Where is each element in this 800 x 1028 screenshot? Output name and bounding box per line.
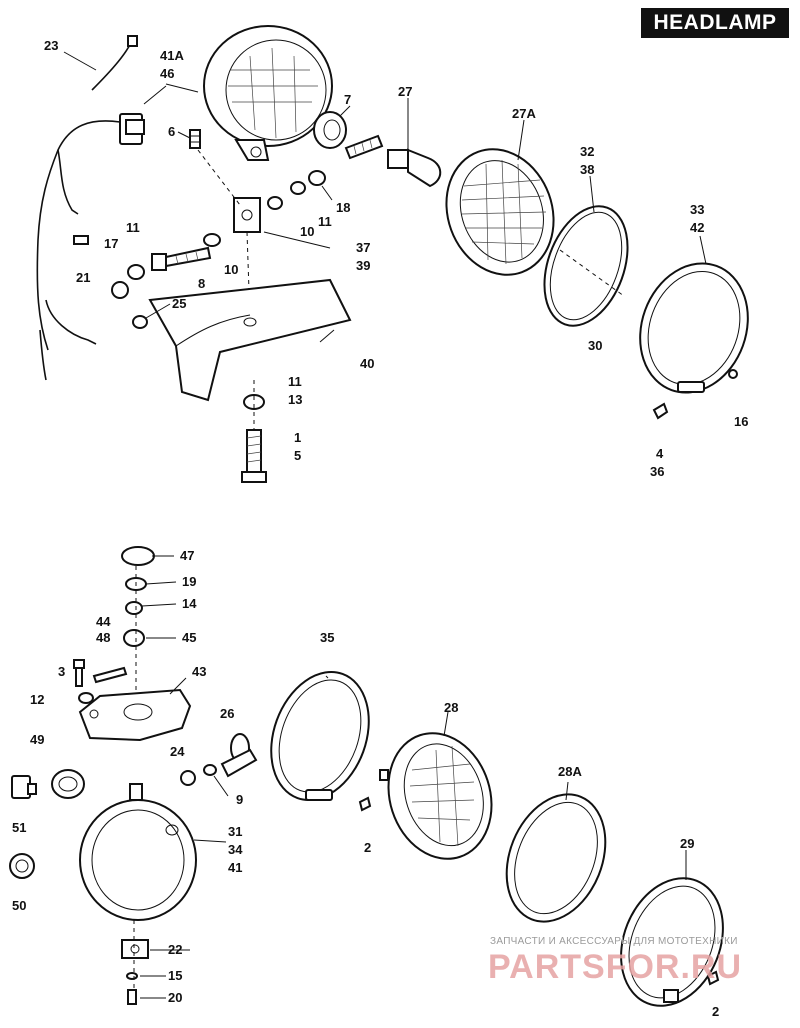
label-3: 3	[58, 664, 65, 679]
label-11-c: 11	[288, 374, 302, 389]
label-16: 16	[734, 414, 748, 429]
label-48: 48	[96, 630, 110, 645]
label-38: 38	[580, 162, 594, 177]
label-21: 21	[76, 270, 90, 285]
label-15: 15	[168, 968, 182, 983]
label-12: 12	[30, 692, 44, 707]
label-27: 27	[398, 84, 412, 99]
label-11-b: 11	[318, 214, 332, 229]
watermark-logo: PARTSFOR.RU	[488, 948, 742, 986]
socket-7	[313, 111, 384, 160]
label-24: 24	[170, 744, 185, 759]
watermark: ЗАПЧАСТИ И АКСЕССУАРЫ ДЛЯ МОТОТЕХНИКИ PA…	[488, 936, 742, 986]
label-35: 35	[320, 630, 334, 645]
cap-stack	[121, 546, 155, 700]
label-30: 30	[588, 338, 602, 353]
ring-29	[620, 877, 724, 1007]
washers-top	[203, 170, 326, 247]
label-26: 26	[220, 706, 234, 721]
label-18: 18	[336, 200, 350, 215]
label-41a: 41A	[160, 48, 184, 63]
label-22: 22	[168, 942, 182, 957]
part-labels: 23 41A 46 6 7 27 27A 32 38 33 42 11 17 2…	[12, 38, 748, 1019]
clamp-26	[180, 733, 258, 786]
watermark-tagline: ЗАПЧАСТИ И АКСЕССУАРЫ ДЛЯ МОТОТЕХНИКИ	[490, 936, 738, 947]
harness-connector	[36, 113, 145, 381]
label-25: 25	[172, 296, 186, 311]
label-2-b: 2	[712, 1004, 719, 1019]
label-11-a: 11	[126, 220, 140, 235]
label-40: 40	[360, 356, 374, 371]
label-33: 33	[690, 202, 704, 217]
label-5: 5	[294, 448, 301, 463]
label-2-a: 2	[364, 840, 371, 855]
label-41: 41	[228, 860, 242, 875]
label-42: 42	[690, 220, 704, 235]
lens-27a	[445, 148, 555, 276]
retaining-ring-32	[543, 205, 629, 327]
label-8: 8	[198, 276, 205, 291]
label-32: 32	[580, 144, 594, 159]
lower-bracket-22	[121, 920, 149, 1005]
headlamp-shell-31	[79, 783, 197, 921]
bulb-27	[387, 130, 442, 188]
label-7: 7	[344, 92, 351, 107]
sealed-beam-28	[379, 732, 493, 860]
label-31: 31	[228, 824, 242, 839]
label-19: 19	[182, 574, 196, 589]
headlamp-cover-43	[78, 688, 192, 742]
label-6: 6	[168, 124, 175, 139]
label-23: 23	[44, 38, 58, 53]
label-49: 49	[30, 732, 44, 747]
screw-3	[73, 659, 128, 704]
headlamp-housing-top	[203, 25, 333, 161]
label-43: 43	[192, 664, 206, 679]
label-4: 4	[656, 446, 664, 461]
small-parts-left	[73, 235, 148, 329]
label-28: 28	[444, 700, 458, 715]
ring-35	[270, 671, 372, 812]
wire-23	[91, 35, 138, 91]
label-20: 20	[168, 990, 182, 1005]
bolt-8	[151, 246, 212, 271]
label-17: 17	[104, 236, 118, 251]
label-1: 1	[294, 430, 301, 445]
label-47: 47	[180, 548, 194, 563]
label-34: 34	[228, 842, 243, 857]
bolt-6	[189, 129, 201, 149]
label-10-b: 10	[224, 262, 238, 277]
mounting-bracket-40	[148, 278, 352, 402]
label-45: 45	[182, 630, 196, 645]
label-28a: 28A	[558, 764, 582, 779]
label-51: 51	[12, 820, 26, 835]
label-29: 29	[680, 836, 694, 851]
label-10-a: 10	[300, 224, 314, 239]
label-44: 44	[96, 614, 111, 629]
leader-lines-bottom	[140, 555, 687, 999]
label-13: 13	[288, 392, 302, 407]
label-27a: 27A	[512, 106, 536, 121]
leader-lines-top	[63, 51, 707, 343]
label-14: 14	[182, 596, 197, 611]
label-9: 9	[236, 792, 243, 807]
page-title: HEADLAMP	[641, 8, 789, 38]
lower-bolt-1	[241, 380, 267, 483]
trim-ring-33	[639, 262, 749, 420]
label-37: 37	[356, 240, 370, 255]
label-39: 39	[356, 258, 370, 273]
label-46: 46	[160, 66, 174, 81]
label-36: 36	[650, 464, 664, 479]
ring-28a	[505, 793, 607, 923]
switches-left	[9, 769, 85, 879]
label-50: 50	[12, 898, 26, 913]
